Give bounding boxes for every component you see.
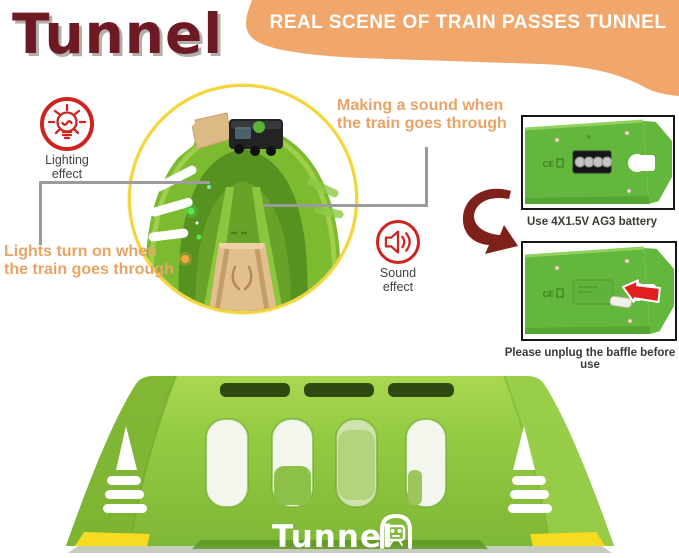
wooden-track: [209, 243, 277, 311]
train-logo-icon: [380, 513, 412, 549]
sound-effect-badge: [376, 220, 420, 264]
lights-callout-text: Lights turn on when the train goes throu…: [4, 243, 174, 279]
battery-illustration: CE: [523, 117, 673, 208]
tunnel-interior-photo: [128, 84, 358, 314]
baffle-illustration: CE: [523, 243, 675, 339]
roof-slots: [220, 383, 454, 397]
lightbulb-icon: [47, 103, 87, 140]
ce-mark: CE: [543, 289, 555, 299]
battery-caption: Use 4X1.5V AG3 battery: [527, 216, 657, 228]
red-arrow-icon: [622, 279, 661, 304]
yellow-stripe-left: [75, 532, 150, 546]
banner-title: REAL SCENE OF TRAIN PASSES TUNNEL: [269, 12, 667, 33]
lights-callout-line: [39, 181, 210, 245]
sound-effect-label: Sound effect: [379, 266, 417, 295]
tunnel-interior-illustration: [131, 87, 355, 311]
battery-photo: CE: [521, 115, 675, 210]
sound-callout-text: Making a sound when the train goes throu…: [337, 97, 507, 133]
lighting-effect-badge: [40, 97, 94, 151]
speaker-icon: [384, 230, 411, 254]
led-sparkles: [178, 185, 211, 266]
tunnel-name-text: Tunnel: [272, 519, 394, 555]
banner-ribbon: [246, 0, 679, 96]
lighting-effect-label: Lighting effect: [45, 153, 89, 182]
yellow-stripe-right: [530, 532, 605, 546]
side-markings-left: [103, 426, 147, 513]
train-silhouette: [229, 119, 283, 156]
baffle-caption: Please unplug the baffle before use: [504, 347, 676, 371]
curved-arrow-icon: [462, 188, 518, 254]
side-markings-right: [508, 426, 552, 513]
ce-mark: CE: [543, 159, 555, 169]
baffle-tab: [609, 295, 632, 308]
baffle-photo: CE: [521, 241, 677, 341]
tunnel-product-render: Tunnel: [66, 375, 614, 555]
sound-callout-line: [263, 147, 428, 207]
brand-logo: Tunnel: [12, 2, 224, 66]
